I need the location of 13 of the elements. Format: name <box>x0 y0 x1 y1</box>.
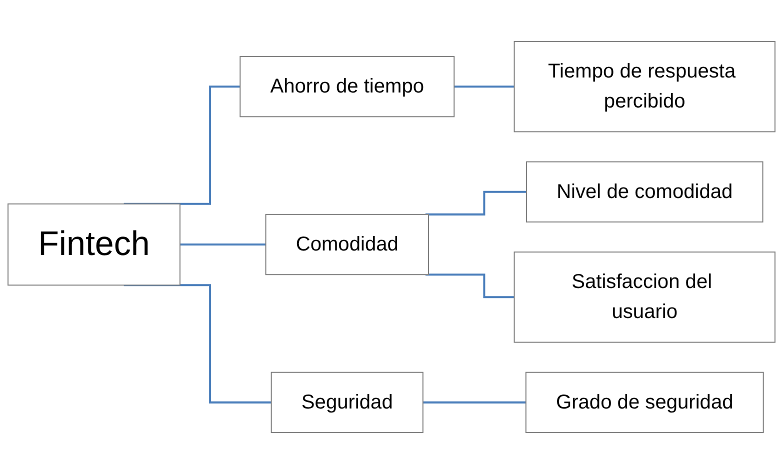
connector <box>454 86 516 88</box>
node-box: Comodidad <box>265 214 429 276</box>
connector <box>425 274 516 298</box>
node-box: Grado de seguridad <box>525 372 764 434</box>
connector <box>180 244 267 246</box>
connector <box>422 401 527 404</box>
node-box: Seguridad <box>270 372 424 434</box>
connector <box>425 190 528 216</box>
node-box: Satisfaccion del usuario <box>514 252 776 343</box>
node-box: Nivel de comodidad <box>526 161 764 222</box>
node-box: Fintech <box>8 203 180 286</box>
node-box: Tiempo de respuesta percibido <box>514 40 776 132</box>
node-box: Ahorro de tiempo <box>240 56 455 118</box>
